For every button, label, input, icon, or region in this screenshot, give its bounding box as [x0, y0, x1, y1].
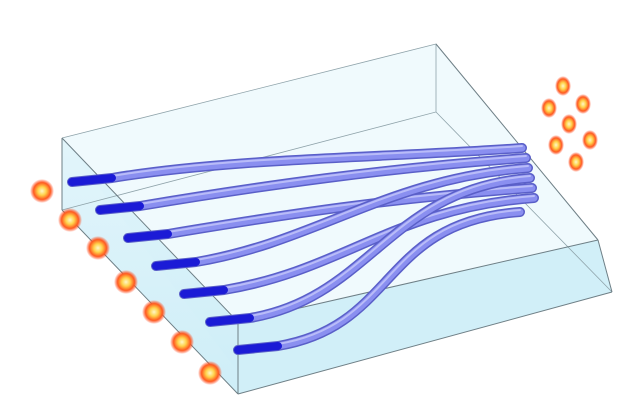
waveguide — [205, 173, 535, 327]
light-spot — [561, 114, 577, 134]
light-spot — [114, 270, 138, 294]
input-spots-left — [30, 179, 222, 385]
waveguide-group — [67, 143, 539, 355]
light-spot — [142, 300, 166, 324]
chip-front-face — [238, 240, 612, 394]
light-spot — [86, 236, 110, 260]
light-spot — [568, 152, 584, 172]
light-spot — [575, 94, 591, 114]
waveguide — [233, 207, 525, 355]
light-spot — [170, 330, 194, 354]
light-spot — [555, 76, 571, 96]
light-spot — [30, 179, 54, 203]
light-spot — [582, 130, 598, 150]
waveguide — [95, 153, 531, 215]
waveguide — [179, 193, 539, 299]
waveguide — [151, 163, 533, 271]
light-spot — [548, 135, 564, 155]
output-spots-right — [541, 76, 598, 172]
light-spot — [541, 98, 557, 118]
waveguide — [67, 143, 527, 187]
chip-left-face — [62, 138, 238, 394]
light-spot — [58, 208, 82, 232]
light-spot — [198, 361, 222, 385]
